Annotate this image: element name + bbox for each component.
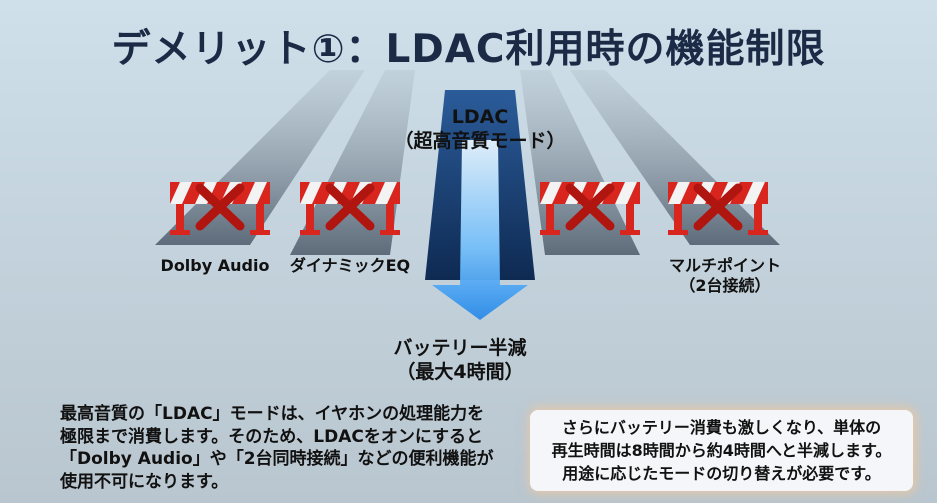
description-line: 「Dolby Audio」や「2台同時接続」などの便利機能が [60, 449, 494, 469]
blocked-barrier-icon [300, 182, 400, 235]
ldac-sub-label: （超高音質モード） [394, 130, 566, 152]
feature-label-dynamic-eq: ダイナミックEQ [289, 256, 411, 275]
feature-sub-multipoint: （2台接続） [679, 276, 771, 295]
note-line: 用途に応じたモードの切り替えが必要です。 [562, 464, 881, 483]
battery-sub-label: （最大4時間） [396, 361, 524, 383]
battery-note-box: さらにバッテリー消費も激しくなり、単体の 再生時間は8時間から約4時間へと半減し… [530, 410, 913, 491]
blocked-barrier-icon [170, 182, 270, 235]
feature-label-dolby: Dolby Audio [160, 256, 270, 275]
ldac-label: LDAC [451, 106, 509, 128]
note-line: 再生時間は8時間から約4時間へと半減します。 [551, 441, 892, 460]
battery-label: バッテリー半減 [393, 337, 527, 359]
description-line: 使用不可になります。 [60, 471, 229, 492]
description-line: 最高音質の「LDAC」モードは、イヤホンの処理能力を [60, 404, 485, 424]
feature-label-multipoint: マルチポイント [668, 256, 781, 275]
blocked-barrier-icon [668, 182, 768, 235]
page-title: デメリット①：LDAC利用時の機能制限 [111, 27, 826, 72]
down-arrow [432, 140, 528, 320]
note-line: さらにバッテリー消費も激しくなり、単体の [561, 418, 882, 437]
description-text: 最高音質の「LDAC」モードは、イヤホンの処理能力を 極限まで消費します。そのた… [60, 403, 520, 493]
blocked-barrier-icon [540, 182, 640, 235]
description-line: 極限まで消費します。そのため、LDACをオンにすると [60, 426, 484, 447]
